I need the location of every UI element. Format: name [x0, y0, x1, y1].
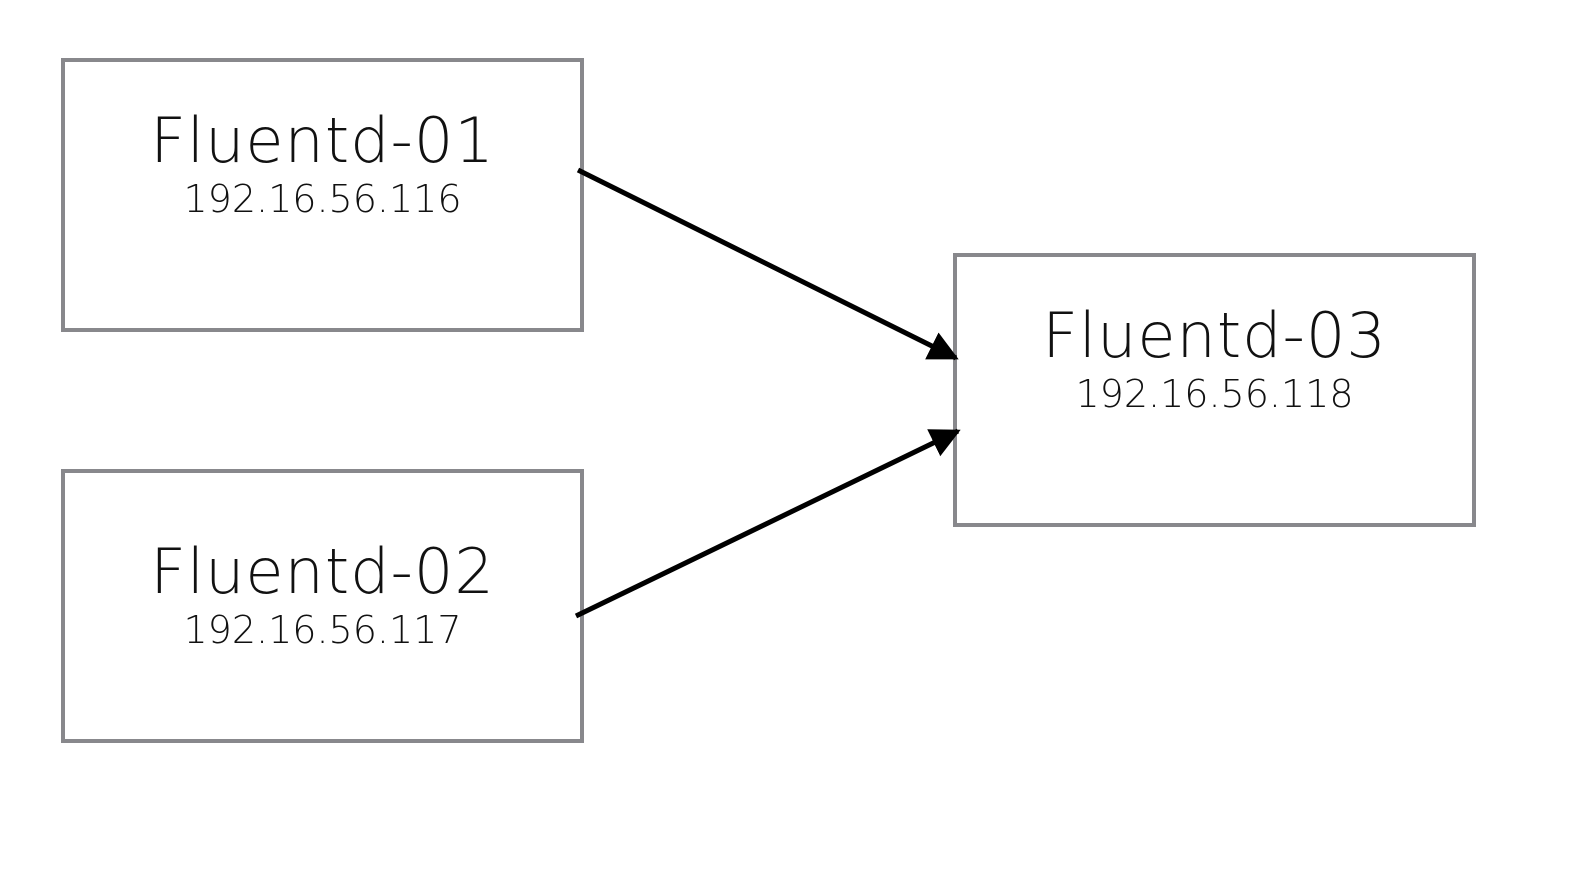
node-title: Fluentd-02: [150, 535, 495, 608]
node-fluentd-02: Fluentd-02 192.16.56.117: [61, 469, 584, 743]
node-ip-address: 192.16.56.116: [183, 177, 462, 221]
node-fluentd-01: Fluentd-01 192.16.56.116: [61, 58, 584, 332]
node-title: Fluentd-01: [150, 104, 495, 177]
edge-01-to-03: [576, 167, 959, 361]
node-fluentd-03: Fluentd-03 192.16.56.118: [953, 253, 1476, 527]
node-ip-address: 192.16.56.118: [1075, 372, 1354, 416]
node-title: Fluentd-03: [1042, 299, 1387, 372]
edge-02-to-03: [574, 428, 961, 619]
node-ip-address: 192.16.56.117: [183, 608, 462, 652]
